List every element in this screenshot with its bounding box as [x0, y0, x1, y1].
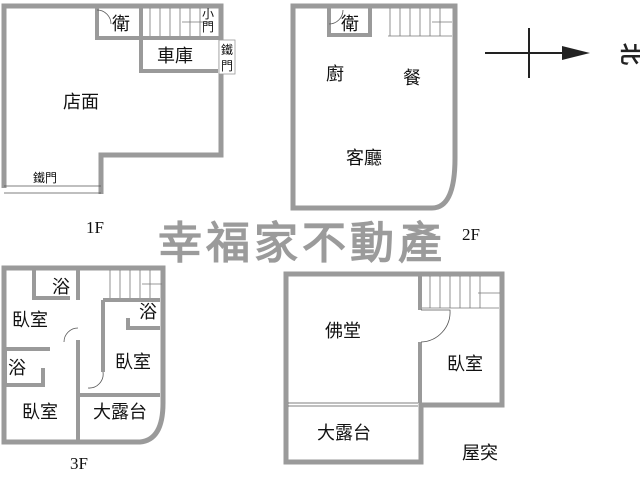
- floor-label: 屋突: [462, 443, 498, 464]
- room-label: 鐵: [221, 42, 233, 57]
- floor-label: 1F: [86, 218, 104, 237]
- north-label: 北: [617, 43, 640, 65]
- room-label: 浴: [139, 302, 157, 323]
- room-label: 大露台: [317, 423, 371, 444]
- room-label: 車庫: [157, 46, 193, 67]
- room-label: 小: [202, 7, 214, 21]
- room-label: 餐: [403, 68, 421, 89]
- room-label: 臥室: [12, 310, 48, 331]
- room-label: 臥室: [115, 352, 151, 373]
- room-label: 鐵門: [33, 170, 57, 185]
- floor-1f-plan: 衛 小 門 車庫 鐵 門 店面 鐵門 1F: [1, 3, 236, 237]
- room-label: 浴: [8, 358, 26, 379]
- room-label: 廚: [326, 63, 344, 85]
- room-label: 衛: [341, 14, 359, 35]
- staircase-1f: [149, 8, 212, 36]
- staircase-3f: [109, 270, 162, 298]
- room-label: 佛堂: [325, 321, 361, 342]
- floor-label: 3F: [70, 454, 88, 473]
- room-label: 臥室: [447, 354, 483, 375]
- staircase-2f: [388, 8, 452, 37]
- room-label: 門: [221, 59, 233, 73]
- room-label: 衛: [112, 14, 130, 35]
- floor-3f-plan: 浴 臥室 浴 臥室 浴 臥室 大露台 3F: [1, 265, 166, 473]
- watermark: 幸福家不動產: [158, 218, 446, 269]
- room-label: 臥室: [22, 402, 58, 423]
- room-label: 客廳: [346, 148, 382, 169]
- room-label: 店面: [63, 92, 99, 113]
- room-label: 浴: [52, 277, 70, 298]
- floor-label: 2F: [462, 225, 480, 244]
- room-label: 門: [202, 20, 214, 34]
- north-arrow: 北: [485, 28, 640, 78]
- floor-2f-plan: 衛 廚 餐 客廳: [290, 3, 458, 211]
- room-label: 大露台: [93, 402, 147, 423]
- staircase-roof: [422, 276, 500, 309]
- floor-roof-plan: 佛堂 臥室 大露台 屋突: [283, 271, 505, 465]
